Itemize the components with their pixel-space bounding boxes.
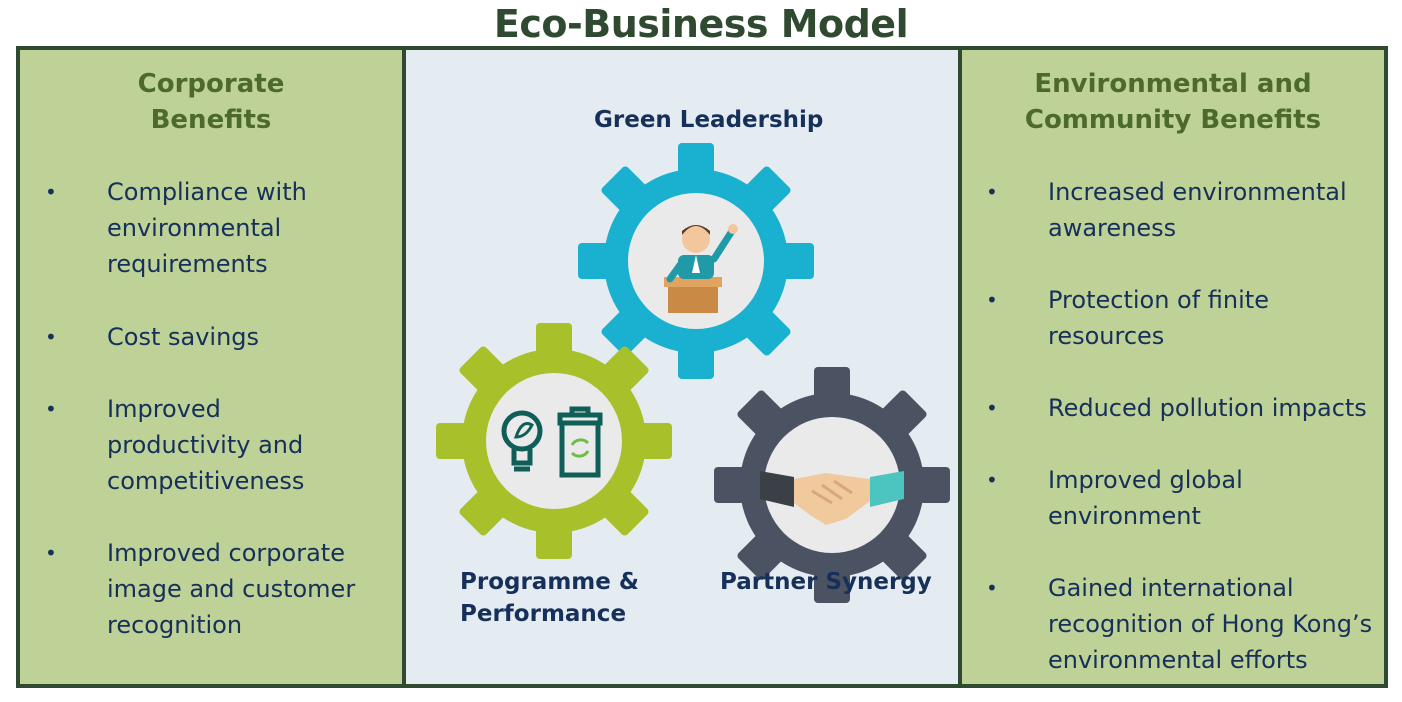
teacher-icon (664, 224, 738, 313)
lightbulb-icon (501, 410, 543, 472)
list-item: •Cost savings (45, 323, 260, 351)
gear-top-label: Green Leadership (594, 107, 824, 133)
programme-performance-gear (436, 323, 672, 559)
list-item: •Gained international recognition of Hon… (986, 574, 1373, 674)
list-item: •Protection of finite resources (986, 286, 1269, 350)
list-item: •Improved corporate image and customer r… (45, 539, 356, 639)
environmental-benefits-panel: Environmental and Community Benefits •In… (958, 46, 1388, 688)
gear-right-label: Partner Synergy (720, 569, 932, 595)
recycle-bin-icon (557, 406, 603, 478)
corporate-benefits-panel: Corporate Benefits •Compliance with envi… (16, 46, 406, 688)
list-item: •Improved productivity and competitivene… (45, 395, 305, 495)
list-item: •Improved global environment (986, 466, 1243, 530)
list-item: •Compliance with environmental requireme… (45, 178, 307, 278)
gears-panel: Green Leadership Programme & Performance… (402, 46, 962, 688)
corporate-benefits-list: •Compliance with environmental requireme… (45, 174, 356, 643)
handshake-icon (760, 471, 904, 525)
environmental-benefits-list: •Increased environmental awareness •Prot… (986, 174, 1373, 678)
gear-left-label: Programme & Performance (460, 569, 639, 627)
gears-diagram (436, 143, 950, 603)
environmental-benefits-heading: Environmental and Community Benefits (1024, 69, 1322, 135)
list-item: •Reduced pollution impacts (986, 394, 1367, 422)
list-item: •Increased environmental awareness (986, 178, 1347, 242)
page-title: Eco-Business Model (493, 2, 909, 46)
corporate-benefits-heading: Corporate Benefits (137, 69, 285, 135)
